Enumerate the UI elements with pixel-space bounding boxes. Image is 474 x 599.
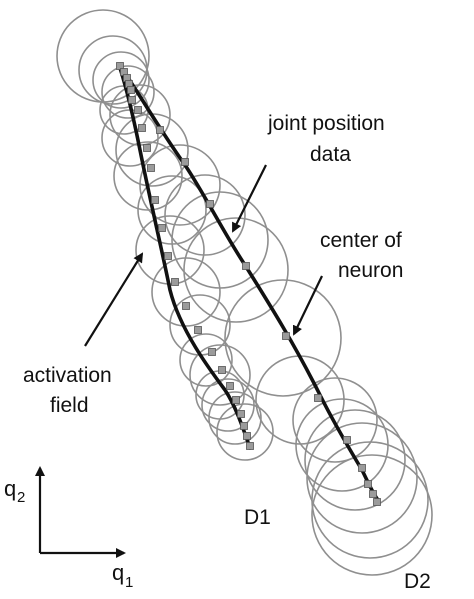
- neuron-centers: [116, 62, 381, 506]
- q1-axis-label: q: [112, 560, 124, 585]
- neuron-center-node: [237, 410, 245, 418]
- activation-field-circle: [311, 454, 433, 576]
- neuron-center-node: [181, 158, 189, 166]
- neuron-center-node: [218, 366, 226, 374]
- neuron-center-node: [314, 394, 322, 402]
- trajectory-d1-line: [118, 66, 252, 450]
- q2-axis-label: q: [4, 476, 16, 501]
- neuron-center-node: [127, 86, 135, 94]
- activation-field-circle: [208, 391, 262, 445]
- neuron-center-node: [138, 124, 146, 132]
- neuron-center-node: [369, 490, 377, 498]
- activation-field-circle: [179, 333, 233, 387]
- activation-field-circle: [164, 174, 246, 256]
- neuron-center-node: [232, 396, 240, 404]
- neuron-center-node: [373, 498, 381, 506]
- trajectory-d1-label: D1: [244, 506, 271, 529]
- activation-field-circle: [135, 215, 205, 285]
- activation-field-circle: [311, 441, 429, 559]
- neuron-center-node: [343, 436, 351, 444]
- activation-field-circle: [306, 422, 418, 534]
- activation-field-circle: [151, 257, 221, 327]
- neuron-center-node: [171, 278, 179, 286]
- joint-position-label-line2: data: [310, 143, 351, 166]
- neuron-center-node: [364, 480, 372, 488]
- activation-field-circle: [183, 217, 289, 323]
- center-of-neuron-label-line2: neuron: [338, 259, 403, 282]
- activation-field-circle: [292, 377, 378, 463]
- neuron-center-node: [128, 96, 136, 104]
- activation-field-circles: [56, 9, 433, 576]
- neuron-center-node: [358, 464, 366, 472]
- neuron-center-node: [134, 106, 142, 114]
- axes: q 2 q 1: [4, 466, 133, 591]
- neuron-center-node: [242, 262, 250, 270]
- joint-position-label-line1: joint position: [267, 112, 385, 135]
- joint-position-arrow: [232, 164, 267, 233]
- q2-axis-subscript: 2: [17, 489, 25, 506]
- activation-field-arrow: [84, 252, 144, 347]
- activation-field-label-line2: field: [50, 394, 89, 417]
- neuron-center-node: [206, 200, 214, 208]
- activation-field-circle: [101, 65, 155, 119]
- neuron-center-node: [208, 348, 216, 356]
- neuron-center-node: [246, 442, 254, 450]
- neuron-center-node: [164, 252, 172, 260]
- trajectory-d2-label: D2: [404, 570, 431, 593]
- q1-axis-subscript: 1: [125, 574, 133, 591]
- neuron-center-node: [182, 302, 190, 310]
- neuron-center-node: [143, 144, 151, 152]
- activation-field-circle: [189, 344, 251, 406]
- neuron-center-node: [156, 126, 164, 134]
- activation-field-circle: [304, 409, 406, 511]
- neuron-center-node: [151, 196, 159, 204]
- neuron-center-node: [116, 62, 124, 70]
- activation-field-circle: [92, 51, 150, 109]
- activation-field-label-line1: activation: [23, 364, 112, 387]
- neuron-center-node: [226, 382, 234, 390]
- center-of-neuron-arrow: [292, 275, 323, 336]
- neuron-center-node: [243, 432, 251, 440]
- neuron-center-node: [194, 326, 202, 334]
- activation-field-circle: [216, 403, 274, 461]
- neuron-center-node: [240, 422, 248, 430]
- neuron-center-node: [147, 164, 155, 172]
- neuron-center-node: [158, 224, 166, 232]
- neuron-center-node: [282, 332, 290, 340]
- center-of-neuron-label-line1: center of: [320, 229, 402, 252]
- activation-field-circle: [139, 144, 221, 226]
- activation-field-circle: [224, 279, 342, 397]
